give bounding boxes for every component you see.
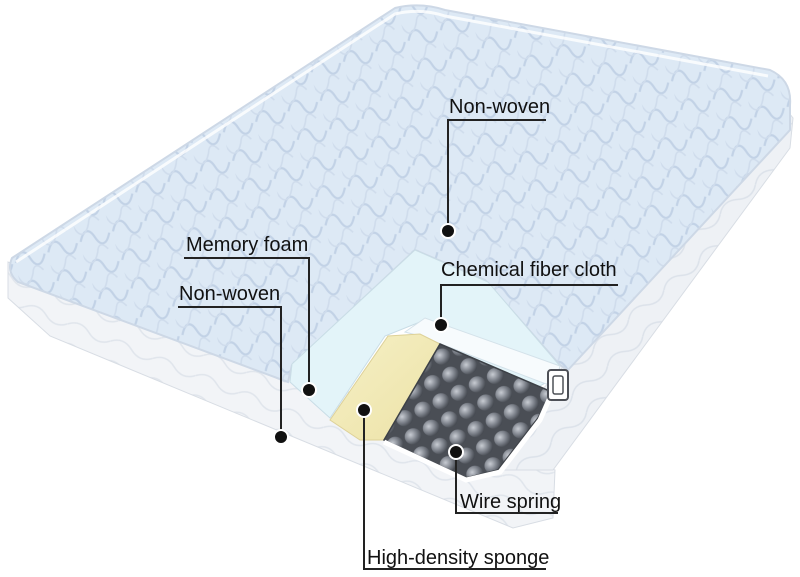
quilted-top bbox=[9, 4, 792, 384]
dot-marker-icon bbox=[356, 402, 372, 418]
leader-wire-spring bbox=[455, 452, 558, 514]
dot-marker-icon bbox=[448, 444, 464, 460]
markers bbox=[273, 223, 464, 460]
leader-chemical-fiber-cloth bbox=[440, 284, 618, 325]
leader-high-density-sponge bbox=[363, 410, 546, 570]
dot-marker-icon bbox=[301, 382, 317, 398]
leader-top-non-woven bbox=[447, 119, 546, 231]
leader-side-non-woven bbox=[178, 306, 282, 437]
dot-marker-icon bbox=[273, 429, 289, 445]
label-wire-spring: Wire spring bbox=[460, 491, 562, 513]
label-high-density-sponge: High-density sponge bbox=[367, 547, 550, 569]
dot-marker-icon bbox=[433, 317, 449, 333]
leader-lines bbox=[178, 119, 618, 570]
leader-memory-foam bbox=[184, 257, 310, 390]
handle-icon bbox=[547, 369, 569, 401]
label-top-non-woven: Non-woven bbox=[449, 96, 551, 118]
label-chemical-fiber-cloth: Chemical fiber cloth bbox=[441, 259, 617, 281]
dot-marker-icon bbox=[440, 223, 456, 239]
label-side-non-woven: Non-woven bbox=[179, 283, 281, 305]
label-memory-foam: Memory foam bbox=[186, 234, 309, 256]
